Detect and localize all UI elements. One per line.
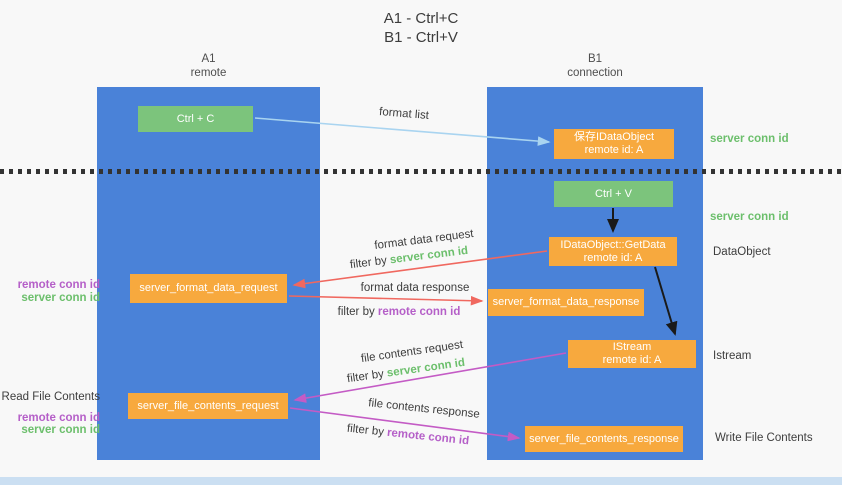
arrow-label-format-data-response: format data response (360, 282, 470, 294)
node-server-file-contents-response: server_file_contents_response (525, 426, 683, 452)
column-header-b1: B1 connection (487, 53, 703, 80)
left-label-block-format: remote conn id server conn id (0, 279, 100, 304)
node-server-file-contents-request: server_file_contents_request (128, 393, 288, 419)
label-server-conn-id-top: server conn id (710, 133, 789, 145)
column-b1-role: connection (567, 66, 623, 79)
filter-prefix: filter by (346, 367, 388, 386)
column-a1-name: A1 (201, 53, 216, 65)
filter-key-remote-conn-id: remote conn id (377, 306, 461, 318)
label-read-file-contents: Read File Contents (1, 391, 100, 403)
node-idataobject-getdata: IDataObject::GetData remote id: A (549, 237, 677, 266)
idataobject-getdata-line1: IDataObject::GetData (560, 238, 666, 251)
save-idataobject-line1: 保存IDataObject (573, 131, 655, 143)
arrow-label-filter-format-response: filter by remote conn id (338, 306, 461, 318)
ctrl-v-label: Ctrl + V (595, 187, 632, 200)
ctrl-c-label: Ctrl + C (176, 112, 215, 125)
column-a1-role: remote (190, 66, 227, 79)
dotted-separator (0, 169, 842, 174)
istream-line2: remote id: A (602, 354, 662, 366)
label-istream: Istream (713, 350, 752, 362)
node-server-format-data-response: server_format_data_response (488, 289, 644, 316)
diagram-title: A1 - Ctrl+C B1 - Ctrl+V (0, 9, 842, 47)
node-istream: IStream remote id: A (568, 340, 696, 368)
label-dataobject: DataObject (713, 246, 771, 258)
arrow-label-filter-format-request: filter by server conn id (349, 245, 468, 271)
node-save-idataobject: 保存IDataObject remote id: A (554, 129, 674, 159)
node-server-format-data-request: server_format_data_request (130, 274, 287, 303)
filter-key-server-conn-id: server conn id (386, 356, 466, 380)
label-remote-conn-id-bottom: remote conn id (17, 411, 100, 424)
label-server-conn-id-mid: server conn id (710, 211, 789, 223)
label-left-server-conn-id-bottom: server conn id (21, 424, 100, 436)
title-line-b1: B1 - Ctrl+V (384, 29, 458, 46)
title-line-a1: A1 - Ctrl+C (383, 10, 459, 27)
filter-prefix: filter by (349, 254, 391, 272)
label-remote-conn-id-top: remote conn id (17, 279, 100, 291)
bottom-window-edge (0, 477, 842, 485)
istream-line1: IStream (612, 341, 652, 353)
arrow-label-format-list: format list (378, 106, 430, 122)
filter-prefix: filter by (346, 422, 388, 439)
node-ctrl-v: Ctrl + V (554, 181, 673, 207)
column-b1-name: B1 (587, 53, 603, 65)
arrow-label-file-contents-response: file contents response (367, 397, 481, 421)
filter-key-remote-conn-id: remote conn id (386, 426, 470, 448)
server-format-data-response-label: server_format_data_response (492, 296, 640, 308)
save-idataobject-line2: remote id: A (584, 144, 644, 156)
left-label-block-file: Read File Contents remote conn id server… (0, 391, 100, 437)
node-ctrl-c: Ctrl + C (138, 106, 253, 132)
server-file-contents-request-label: server_file_contents_request (137, 399, 279, 412)
label-write-file-contents: Write File Contents (715, 432, 813, 444)
filter-prefix: filter by (337, 306, 378, 318)
server-file-contents-response-label: server_file_contents_response (529, 432, 679, 445)
server-format-data-request-label: server_format_data_request (139, 282, 278, 294)
arrow-label-filter-file-response: filter by remote conn id (346, 423, 469, 448)
label-left-server-conn-id-top: server conn id (21, 291, 100, 304)
column-header-a1: A1 remote (97, 53, 320, 80)
idataobject-getdata-line2: remote id: A (583, 251, 643, 264)
